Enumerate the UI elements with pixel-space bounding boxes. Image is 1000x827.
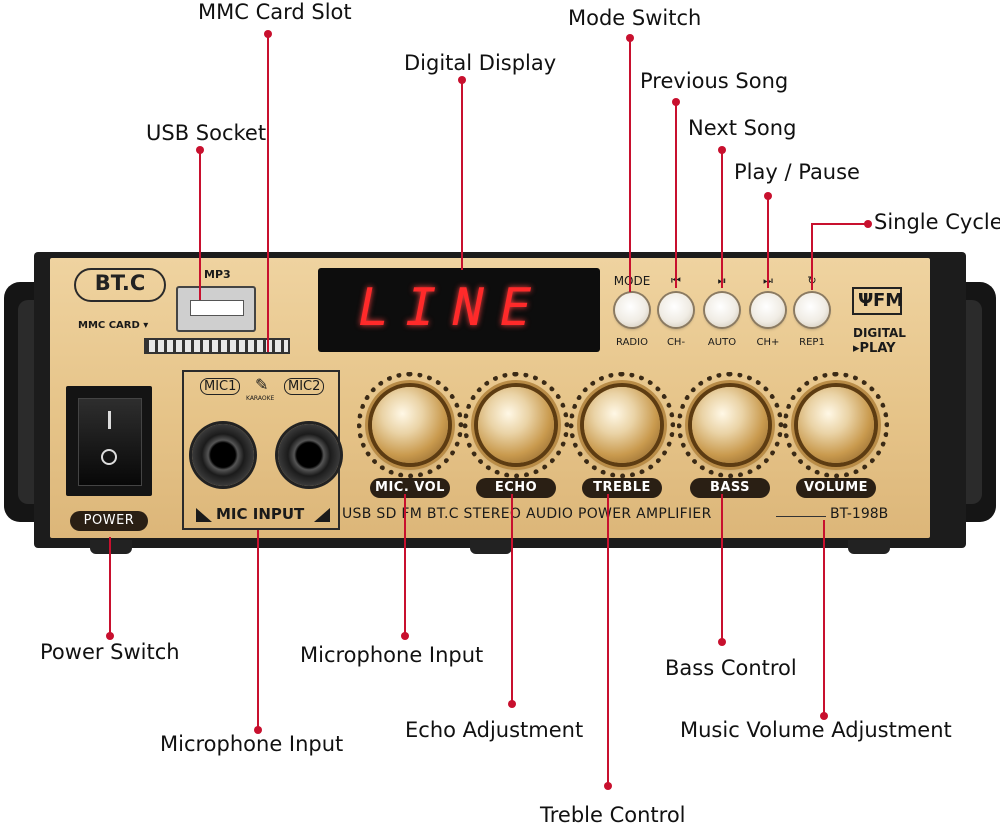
callout-mode-switch: Mode Switch bbox=[568, 6, 702, 30]
mic1-jack[interactable] bbox=[192, 424, 254, 486]
karaoke-label: KARAOKE bbox=[246, 395, 275, 402]
next-button[interactable] bbox=[751, 293, 785, 327]
callout-digital-display: Digital Display bbox=[404, 51, 557, 75]
callout-next-song: Next Song bbox=[688, 116, 797, 140]
dot-mmc-card-slot bbox=[264, 30, 272, 38]
dot-single-cycle bbox=[864, 220, 872, 228]
power-off-mark bbox=[101, 449, 117, 465]
power-label: POWER bbox=[70, 511, 148, 531]
bass-label: BASS bbox=[690, 478, 770, 498]
dot-bass-control bbox=[718, 638, 726, 646]
treble-knob[interactable] bbox=[584, 387, 660, 463]
play-pause-button[interactable] bbox=[705, 293, 739, 327]
subtitle-rule bbox=[776, 516, 826, 517]
digital-display: LINE bbox=[318, 268, 600, 352]
karaoke-icon: ✎ bbox=[255, 375, 269, 394]
foot-right bbox=[848, 540, 890, 554]
volume-knob-scale bbox=[783, 372, 889, 478]
mic-input-label: MIC INPUT bbox=[216, 505, 305, 523]
treble-knob-scale bbox=[569, 372, 675, 478]
mic2-jack[interactable] bbox=[278, 424, 340, 486]
previous-sub-label: CH- bbox=[666, 337, 686, 348]
dot-echo-adjustment bbox=[508, 700, 516, 708]
callout-single-cycle: Single Cycle bbox=[874, 210, 1000, 234]
bass-knob[interactable] bbox=[692, 387, 768, 463]
digital-label: DIGITAL bbox=[853, 326, 906, 340]
mode-button[interactable] bbox=[615, 293, 649, 327]
power-on-mark bbox=[108, 411, 111, 429]
mmc-card-label: MMC CARD ▾ bbox=[78, 320, 149, 331]
callout-mmc-card-slot: MMC Card Slot bbox=[198, 0, 352, 24]
callout-usb-socket: USB Socket bbox=[146, 121, 267, 145]
fm-logo-text: FM bbox=[873, 290, 904, 311]
callout-treble-control: Treble Control bbox=[540, 803, 686, 827]
subtitle-label: USB SD FM BT.C STEREO AUDIO POWER AMPLIF… bbox=[342, 506, 712, 522]
power-switch[interactable] bbox=[78, 398, 142, 486]
volume-label: VOLUME bbox=[796, 478, 876, 498]
repeat-button[interactable] bbox=[795, 293, 829, 327]
usb-mp3-label: MP3 bbox=[204, 268, 231, 281]
mode-sub-label: RADIO bbox=[616, 337, 648, 348]
dot-digital-display bbox=[458, 76, 466, 84]
repeat-sub-label: REP1 bbox=[799, 337, 825, 348]
treble-label: TREBLE bbox=[582, 478, 662, 498]
dot-microphone-input-2 bbox=[254, 726, 262, 734]
mic2-label: MIC2 bbox=[284, 378, 325, 395]
dot-music-volume-adjustment bbox=[820, 712, 828, 720]
dot-play-pause bbox=[764, 192, 772, 200]
callout-previous-song: Previous Song bbox=[640, 69, 789, 93]
echo-knob[interactable] bbox=[478, 387, 554, 463]
callout-microphone-input-2: Microphone Input bbox=[160, 732, 344, 756]
callout-bass-control: Bass Control bbox=[665, 656, 797, 680]
play-label: ▸PLAY bbox=[853, 341, 896, 356]
display-text: LINE bbox=[358, 278, 548, 338]
callout-microphone-input-1: Microphone Input bbox=[300, 643, 484, 667]
callout-power-switch: Power Switch bbox=[40, 640, 180, 664]
dot-power-switch bbox=[106, 632, 114, 640]
callout-music-volume-adjustment: Music Volume Adjustment bbox=[680, 718, 952, 742]
echo-knob-scale bbox=[463, 372, 569, 478]
usb-port-tongue bbox=[190, 300, 244, 316]
callout-play-pause: Play / Pause bbox=[734, 160, 860, 184]
dot-usb-socket bbox=[196, 146, 204, 154]
mic-input-arrow-right bbox=[314, 508, 330, 522]
dot-microphone-input-1 bbox=[401, 632, 409, 640]
mic1-label: MIC1 bbox=[200, 378, 241, 395]
dot-treble-control bbox=[604, 782, 612, 790]
volume-knob[interactable] bbox=[798, 387, 874, 463]
callout-echo-adjustment: Echo Adjustment bbox=[405, 718, 584, 742]
next-sub-label: CH+ bbox=[756, 337, 780, 348]
bass-knob-scale bbox=[677, 372, 783, 478]
foot-mid bbox=[470, 540, 512, 554]
dot-mode-switch bbox=[626, 34, 634, 42]
mic-vol-knob[interactable] bbox=[372, 387, 448, 463]
brand-badge bbox=[74, 268, 166, 302]
mic-vol-label: MIC. VOL bbox=[370, 478, 450, 498]
antenna-icon: Ψ bbox=[858, 290, 874, 311]
dot-previous-song bbox=[672, 98, 680, 106]
usb-socket[interactable] bbox=[176, 286, 256, 332]
mmc-card-slot[interactable] bbox=[144, 338, 290, 354]
model-label: BT-198B bbox=[830, 506, 889, 522]
previous-button[interactable] bbox=[659, 293, 693, 327]
brand-label: BT.C bbox=[94, 271, 146, 295]
mode-button-label: MODE bbox=[613, 274, 651, 288]
dot-next-song bbox=[718, 146, 726, 154]
play-pause-sub-label: AUTO bbox=[707, 337, 737, 348]
mic-vol-knob-scale bbox=[357, 372, 463, 478]
fm-logo-box: Ψ FM bbox=[852, 287, 904, 315]
echo-label: ECHO bbox=[476, 478, 556, 498]
